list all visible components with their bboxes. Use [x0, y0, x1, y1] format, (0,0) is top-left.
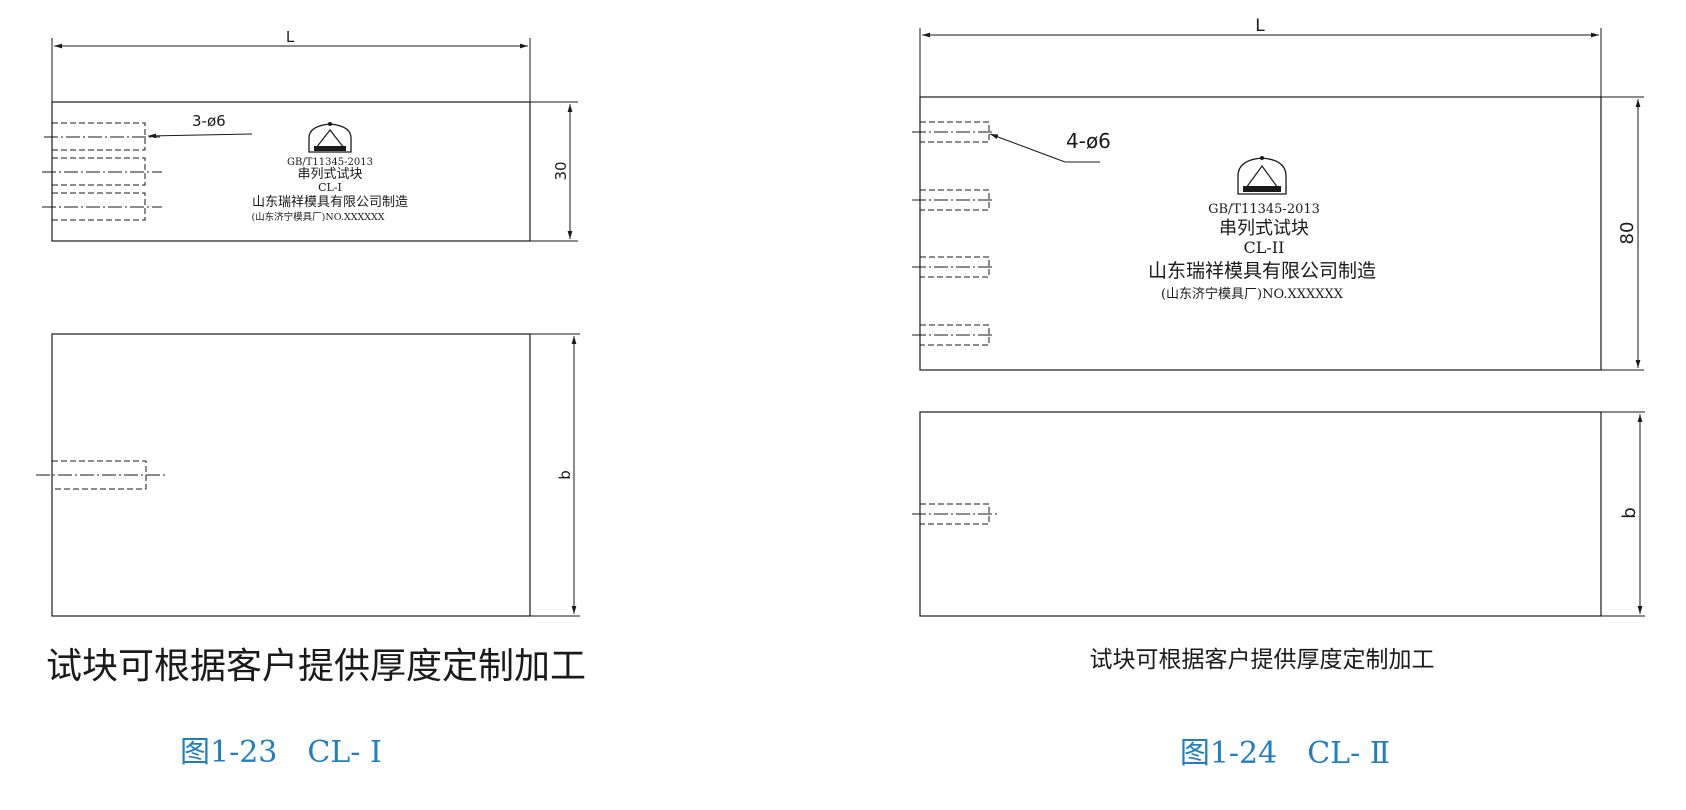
plate-standard: GB/T11345-2013 — [287, 157, 373, 168]
hole-callout-label: 4-ø6 — [1066, 129, 1111, 153]
plate-model: CL-II — [1244, 238, 1285, 257]
logo-seal-icon — [1237, 156, 1287, 195]
dim-length-right: L — [919, 16, 1602, 97]
nameplate-right: GB/T11345-2013 串列式试块 CL-II 山东瑞祥模具有限公司制造 … — [1148, 202, 1376, 302]
dim-length-label: L — [286, 28, 295, 46]
dim-thickness-label: b — [1619, 507, 1640, 518]
caption-right: 图1-24 CL- Ⅱ — [1180, 736, 1390, 771]
hole-callout-left: 3-ø6 — [147, 112, 253, 139]
dim-height-left: 30 — [530, 101, 578, 242]
logo-seal-icon — [308, 122, 352, 153]
plate-name: 串列式试块 — [1219, 218, 1309, 239]
dim-thickness-left: b — [530, 333, 580, 617]
hole-callout-label: 3-ø6 — [192, 112, 226, 130]
figure-cl2: L 80 4-ø6 — [912, 16, 1645, 771]
side-view-block — [919, 411, 1602, 617]
plate-company: 山东瑞祥模具有限公司制造 — [252, 195, 408, 210]
hole-callout-right: 4-ø6 — [989, 129, 1111, 163]
side-hole-left — [36, 460, 168, 490]
side-hole-right — [912, 503, 998, 525]
front-view-block — [919, 96, 1602, 371]
plate-company: 山东瑞祥模具有限公司制造 — [1148, 260, 1376, 282]
note-right: 试块可根据客户提供厚度定制加工 — [1090, 647, 1435, 673]
caption-left: 图1-23 CL- Ⅰ — [180, 735, 382, 770]
nameplate-left: GB/T11345-2013 串列式试块 CL-I 山东瑞祥模具有限公司制造 (… — [251, 157, 408, 223]
plate-standard: GB/T11345-2013 — [1208, 202, 1320, 217]
holes-left — [42, 122, 162, 221]
plate-factory: (山东济宁模具厂)NO.XXXXXX — [1161, 286, 1344, 302]
plate-factory: (山东济宁模具厂)NO.XXXXXX — [251, 211, 384, 223]
holes-right — [912, 121, 994, 346]
dim-height-label: 80 — [1617, 222, 1638, 245]
plate-model: CL-I — [318, 181, 342, 194]
dim-length-label: L — [1255, 16, 1265, 36]
plate-name: 串列式试块 — [297, 167, 362, 182]
dim-height-label: 30 — [552, 161, 570, 180]
figure-cl1: L 30 3-ø6 — [36, 28, 586, 770]
side-view-block — [51, 333, 531, 617]
dim-thickness-label: b — [556, 470, 574, 480]
dim-thickness-right: b — [1601, 411, 1645, 617]
note-left: 试块可根据客户提供厚度定制加工 — [46, 646, 586, 687]
dim-height-right: 80 — [1601, 96, 1644, 371]
dim-length-left: L — [51, 28, 531, 102]
